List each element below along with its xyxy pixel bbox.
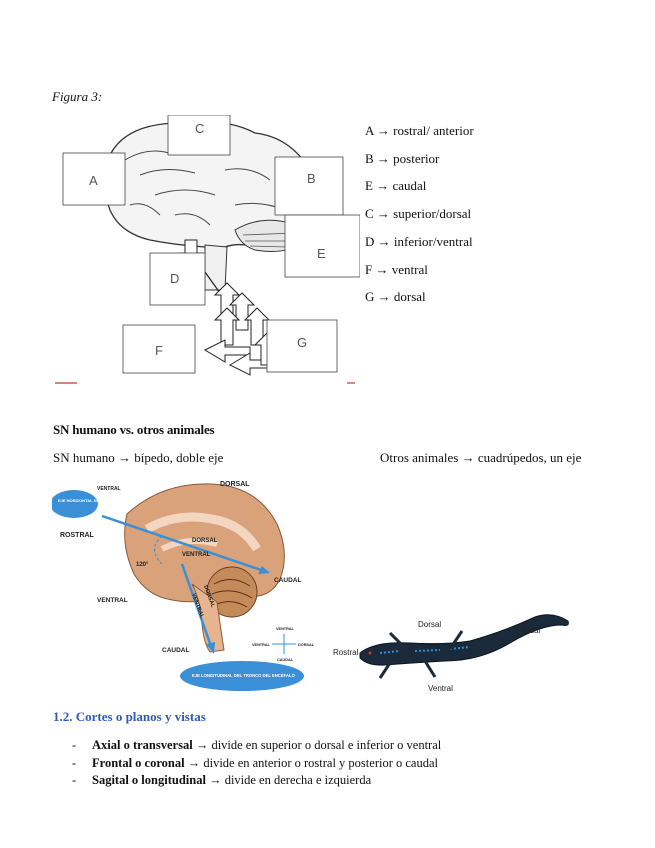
legend-item: G → dorsal xyxy=(365,289,426,305)
bubble-bottom-text: EJE LONGITUDINAL DEL TRONCO DEL ENCÉFALO xyxy=(192,673,296,678)
compass-up: VENTRAL xyxy=(276,627,295,631)
label-inner-ventral: VENTRAL xyxy=(182,552,211,558)
box-label-b: B xyxy=(307,171,316,186)
legend-item: E → caudal xyxy=(365,178,427,194)
legend-item: F → ventral xyxy=(365,261,428,277)
lizard-label-rostral: Rostral xyxy=(333,648,359,657)
label-caudal-right: CAUDAL xyxy=(274,577,301,584)
box-label-f: F xyxy=(155,343,163,358)
label-rostral: ROSTRAL xyxy=(60,532,95,539)
label-caudal-bottom: CAUDAL xyxy=(162,647,189,654)
label-dorsal: DORSAL xyxy=(220,481,250,488)
legend-item: A → rostral/ anterior xyxy=(365,123,474,138)
box-label-a: A xyxy=(89,173,98,188)
list-item: -Sagital o longitudinal → divide en dere… xyxy=(72,773,372,787)
bubble-top-text: EJE HORIZONTAL DEL CEREBRO xyxy=(58,498,123,503)
lizard-label-caudal: Caudal xyxy=(515,626,541,635)
lizard-label-ventral: Ventral xyxy=(428,684,453,693)
compass-down: CAUDAL xyxy=(277,658,294,662)
section-title: SN humano vs. otros animales xyxy=(53,422,215,437)
human-comparison: SN humano → bípedo, doble eje xyxy=(53,450,224,465)
compass-left: VENTRAL xyxy=(252,643,271,647)
box-label-e: E xyxy=(317,246,326,261)
legend-item: C → superior/dorsal xyxy=(365,206,472,222)
box-label-d: D xyxy=(170,271,179,286)
label-ventral-top: VENTRAL xyxy=(97,486,121,492)
list-item-desc: → divide en superior o dorsal e inferior… xyxy=(192,738,442,752)
human-brain-axes-svg: EJE HORIZONTAL DEL CEREBRO EJE LONGITUDI… xyxy=(52,481,315,691)
plane-list: -Axial o transversal → divide en superio… xyxy=(72,737,441,790)
human-brain-axes-figure: EJE HORIZONTAL DEL CEREBRO EJE LONGITUDI… xyxy=(52,474,332,696)
lizard-axes-svg: Dorsal Caudal Rostral Ventral xyxy=(333,614,569,693)
label-ventral-left: VENTRAL xyxy=(97,597,128,604)
legend-item: D → inferior/ventral xyxy=(365,233,473,249)
list-item: -Frontal o coronal → divide en anterior … xyxy=(72,755,438,770)
brain-orientation-figure: C A B E D F G xyxy=(55,115,360,387)
animal-comparison: Otros animales → cuadrúpedos, un eje xyxy=(380,450,582,465)
list-item-term: Axial o transversal xyxy=(92,738,193,752)
figure-legend: A → rostral/ anterior B → posterior E → … xyxy=(365,117,474,311)
list-item: -Axial o transversal → divide en superio… xyxy=(72,738,442,752)
figure-caption: Figura 3: xyxy=(52,89,103,104)
label-inner-dorsal: DORSAL xyxy=(192,538,218,544)
legend-item: B → posterior xyxy=(365,150,440,166)
brain-orientation-svg: C A B E D F G xyxy=(55,115,360,384)
list-item-term: Sagital o longitudinal xyxy=(92,773,206,787)
list-item-term: Frontal o coronal xyxy=(92,755,185,770)
box-label-g: G xyxy=(297,335,307,350)
subheading: 1.2. Cortes o planos y vistas xyxy=(53,709,206,724)
compass-right: DORSAL xyxy=(298,643,315,647)
list-item-desc: → divide en anterior o rostral y posteri… xyxy=(184,755,438,770)
label-angle: 120° xyxy=(136,562,149,568)
list-item-desc: → divide en derecha e izquierda xyxy=(205,773,372,787)
box-label-c: C xyxy=(195,121,204,136)
lizard-label-dorsal: Dorsal xyxy=(418,620,441,629)
lizard-axes-figure: Dorsal Caudal Rostral Ventral xyxy=(330,603,575,695)
